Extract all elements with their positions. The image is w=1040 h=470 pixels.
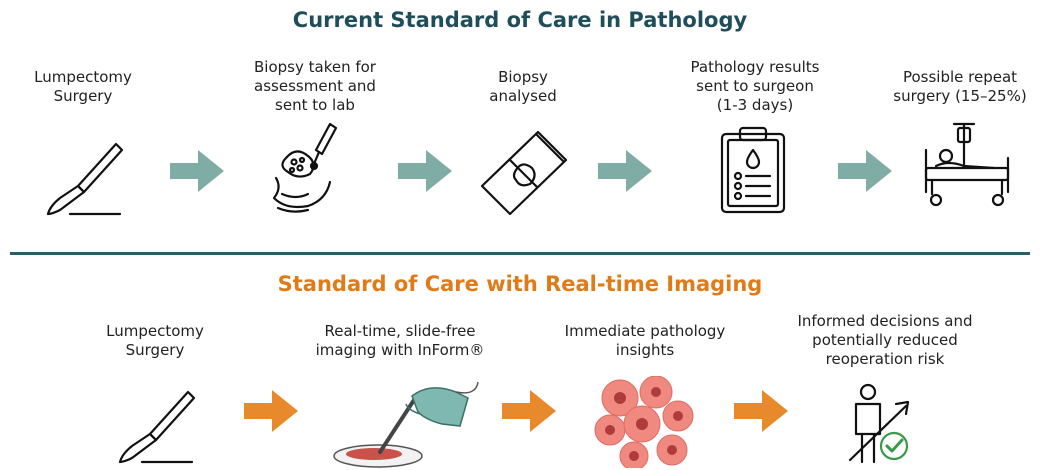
top-arrow-1 [170, 150, 224, 192]
microscope-slide-icon [480, 130, 568, 216]
top-step-1-label: Lumpectomy Surgery [34, 68, 132, 105]
improvement-person-icon [848, 383, 910, 464]
bottom-title: Standard of Care with Real-time Imaging [277, 272, 763, 296]
top-arrow-4 [838, 150, 892, 192]
section-divider [10, 252, 1030, 255]
top-step-2-label: Biopsy taken for assessment and sent to … [254, 58, 376, 114]
top-arrow-3 [598, 150, 652, 192]
top-title: Current Standard of Care in Pathology [292, 8, 748, 32]
bottom-arrow-3 [734, 390, 788, 432]
bottom-step-3-label: Immediate pathology insights [564, 322, 726, 359]
biopsy-tissue-icon [272, 122, 338, 213]
scalpel-icon [118, 390, 196, 464]
top-step-3-label: Biopsy analysed [489, 68, 557, 105]
top-step-5-label: Possible repeat surgery (15–25%) [893, 68, 1027, 105]
bottom-arrow-1 [244, 390, 298, 432]
clipboard-report-icon [720, 126, 786, 214]
imaging-probe-icon [333, 381, 479, 468]
cells-icon [594, 376, 694, 468]
bottom-step-1-label: Lumpectomy Surgery [106, 322, 204, 359]
bottom-step-2-label: Real-time, slide-free imaging with InFor… [315, 322, 485, 359]
top-step-4-label: Pathology results sent to surgeon (1-3 d… [690, 58, 820, 114]
bottom-step-4-label: Informed decisions and potentially reduc… [797, 312, 973, 368]
scalpel-icon [46, 142, 124, 216]
top-arrow-2 [398, 150, 452, 192]
bottom-arrow-2 [502, 390, 556, 432]
hospital-bed-icon [924, 122, 1010, 207]
